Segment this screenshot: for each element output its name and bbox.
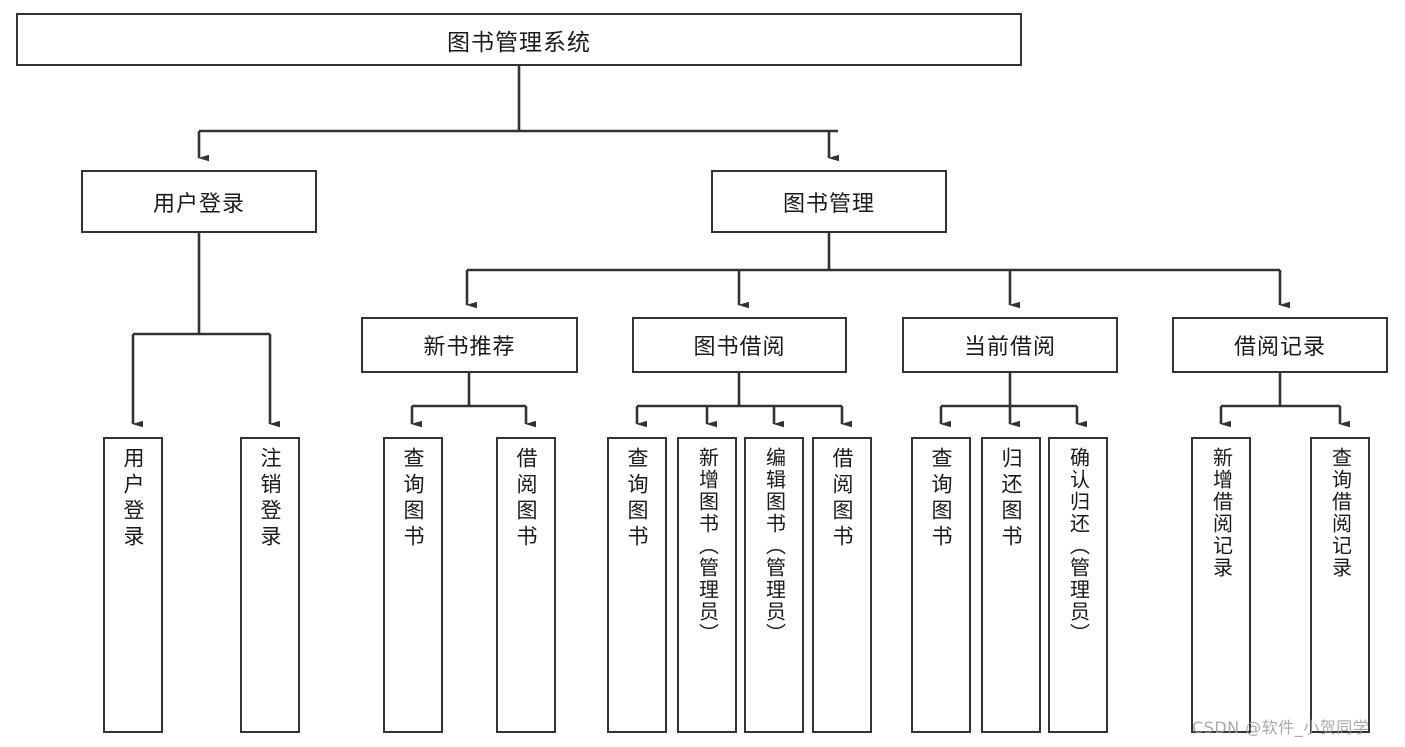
leaf-label: 归还图书 (999, 447, 1024, 551)
leaf-label: 注销登录 (258, 447, 283, 551)
node-label: 当前借阅 (963, 335, 1056, 360)
leaf-add-book-admin[interactable]: 新增图书（管理员） (677, 437, 737, 733)
node-label: 图书管理系统 (447, 29, 591, 56)
leaf-label: 编辑图书（管理员） (762, 447, 787, 645)
node-label: 用户登录 (152, 191, 245, 217)
node-label: 图书借阅 (693, 335, 786, 360)
leaf-borrow-book[interactable]: 借阅图书 (812, 437, 872, 733)
leaf-return-book[interactable]: 归还图书 (981, 437, 1041, 733)
node-label: 新书推荐 (423, 335, 516, 360)
leaf-user-login[interactable]: 用户登录 (103, 437, 163, 733)
leaf-label: 查询图书 (625, 447, 650, 551)
leaf-label: 查询图书 (401, 447, 426, 551)
leaf-label: 查询图书 (929, 447, 954, 551)
csdn-watermark: CSDN @软件_小贺同学 (1192, 718, 1370, 737)
leaf-label: 确认归还（管理员） (1066, 447, 1091, 645)
leaf-label: 查询借阅记录 (1328, 447, 1353, 579)
leaf-add-borrow-record[interactable]: 新增借阅记录 (1191, 437, 1251, 733)
leaf-query-borrow-record[interactable]: 查询借阅记录 (1310, 437, 1370, 733)
leaf-query-book-current[interactable]: 查询图书 (911, 437, 971, 733)
leaf-label: 新增图书（管理员） (695, 447, 720, 645)
node-book-management[interactable]: 图书管理 (711, 170, 947, 233)
leaf-label: 借阅图书 (830, 447, 855, 551)
node-book-borrow[interactable]: 图书借阅 (632, 317, 847, 373)
node-user-login[interactable]: 用户登录 (81, 170, 317, 233)
leaf-label: 借阅图书 (514, 447, 539, 551)
leaf-confirm-return-admin[interactable]: 确认归还（管理员） (1048, 437, 1108, 733)
leaf-label: 新增借阅记录 (1209, 447, 1234, 579)
node-current-borrow[interactable]: 当前借阅 (902, 317, 1118, 373)
node-label: 借阅记录 (1233, 335, 1326, 360)
leaf-borrow-book-recommend[interactable]: 借阅图书 (496, 437, 556, 733)
node-borrow-record[interactable]: 借阅记录 (1172, 317, 1388, 373)
leaf-query-book-recommend[interactable]: 查询图书 (383, 437, 443, 733)
node-label: 图书管理 (782, 191, 875, 217)
leaf-logout[interactable]: 注销登录 (240, 437, 300, 733)
node-new-book-recommend[interactable]: 新书推荐 (361, 317, 578, 373)
node-root-system[interactable]: 图书管理系统 (16, 13, 1022, 66)
leaf-edit-book-admin[interactable]: 编辑图书（管理员） (744, 437, 804, 733)
leaf-query-book-borrow[interactable]: 查询图书 (607, 437, 667, 733)
leaf-label: 用户登录 (121, 447, 146, 551)
